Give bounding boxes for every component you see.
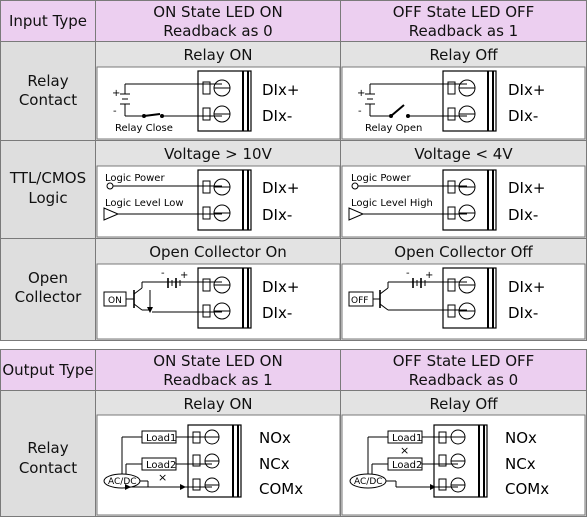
row-label-line2: Logic xyxy=(28,189,68,207)
row-label-line1: Open xyxy=(27,269,69,287)
row-label-line1: TTL/CMOS xyxy=(9,169,87,187)
row-label-line1: Relay xyxy=(27,439,69,457)
minus-symbol: - xyxy=(113,106,117,117)
plus-symbol: + xyxy=(425,270,433,281)
input-off-state-line2: Readback as 1 xyxy=(408,22,519,40)
ttl-on-term1: DIx+ xyxy=(262,179,299,197)
ttl-low-circuit xyxy=(103,169,252,231)
input-off-state-line1: OFF State LED OFF xyxy=(392,3,535,21)
minus-symbol: - xyxy=(358,106,362,117)
relay-off-title: Relay Off xyxy=(429,46,498,64)
ttl-high-circuit xyxy=(348,169,497,231)
ttl-off-term1: DIx+ xyxy=(508,179,545,197)
out-off-term3: COMx xyxy=(505,480,549,498)
relay-off-term1: DIx+ xyxy=(508,81,545,99)
output-on-state-line2: Readback as 1 xyxy=(163,371,273,389)
ttl-on-term2: DIx- xyxy=(262,206,292,224)
output-row-relay-label: Relay Contact xyxy=(0,390,96,517)
cross-symbol: × xyxy=(400,444,409,457)
input-type-label: Input Type xyxy=(8,12,88,30)
oc-on-term1: DIx+ xyxy=(262,278,299,296)
oc-on-term2: DIx- xyxy=(262,304,292,322)
row-label-line2: Contact xyxy=(18,459,78,477)
relay-open-caption: Relay Open xyxy=(365,123,422,134)
output-type-header: Output Type xyxy=(0,349,96,391)
plus-symbol: + xyxy=(357,88,365,99)
load1-label: Load1 xyxy=(146,433,176,444)
output-on-state-line1: ON State LED ON xyxy=(153,352,283,370)
oc-off-term1: DIx+ xyxy=(508,278,545,296)
oc-off-title: Open Collector Off xyxy=(394,243,533,261)
relay-close-caption: Relay Close xyxy=(115,123,173,134)
input-on-state-line1: ON State LED ON xyxy=(153,3,283,21)
oc-on-title: Open Collector On xyxy=(149,243,287,261)
relay-on-term2: DIx- xyxy=(262,107,292,125)
output-diagrams: Load1 Load2 × AC/DC NOx NCx COMx Load1 ×… xyxy=(96,414,586,516)
load2-label: Load2 xyxy=(146,460,176,471)
output-type-label: Output Type xyxy=(2,361,94,379)
cross-symbol: × xyxy=(158,471,167,484)
logic-level-low-label: Logic Level Low xyxy=(105,198,184,209)
relay-on-term1: DIx+ xyxy=(262,81,299,99)
out-relay-on-circuit xyxy=(103,424,242,498)
ttl-on-title: Voltage > 10V xyxy=(164,145,272,163)
output-off-state-line2: Readback as 0 xyxy=(408,371,519,389)
out-on-term1: NOx xyxy=(259,429,291,447)
plus-symbol: + xyxy=(180,270,188,281)
load2-label: Load2 xyxy=(392,460,422,471)
out-relay-off-circuit xyxy=(349,424,488,498)
output-off-state-line1: OFF State LED OFF xyxy=(392,352,535,370)
out-off-term2: NCx xyxy=(505,455,536,473)
out-relay-on-title: Relay ON xyxy=(183,395,253,413)
relay-on-title: Relay ON xyxy=(183,46,253,64)
input-diagrams: + - Relay Close DIx+ DIx- + - Relay Open… xyxy=(96,66,586,340)
oc-on-box-label: ON xyxy=(108,296,122,306)
row-label-line2: Contact xyxy=(18,91,78,109)
oc-off-box-label: OFF xyxy=(351,296,368,306)
output-on-state-header: ON State LED ON Readback as 1 xyxy=(95,349,341,391)
out-on-term2: NCx xyxy=(259,455,290,473)
ac-dc-label: AC/DC xyxy=(354,477,383,487)
input-row-relay-label: Relay Contact xyxy=(0,41,96,141)
logic-power-label: Logic Power xyxy=(105,173,165,184)
oc-off-term2: DIx- xyxy=(508,304,538,322)
plus-symbol: + xyxy=(112,88,120,99)
ac-dc-label: AC/DC xyxy=(108,477,137,487)
relay-close-circuit xyxy=(120,70,252,132)
logic-level-high-label: Logic Level High xyxy=(351,198,433,209)
output-off-state-header: OFF State LED OFF Readback as 0 xyxy=(340,349,587,391)
relay-open-circuit xyxy=(365,70,497,132)
oc-off-circuit xyxy=(348,267,497,329)
input-on-state-line2: Readback as 0 xyxy=(163,22,273,40)
out-off-term1: NOx xyxy=(505,429,537,447)
minus-symbol: - xyxy=(161,268,165,279)
oc-on-circuit xyxy=(103,267,252,329)
logic-power-label: Logic Power xyxy=(351,173,411,184)
out-on-term3: COMx xyxy=(259,480,303,498)
row-label-line2: Collector xyxy=(14,288,82,306)
input-on-state-header: ON State LED ON Readback as 0 xyxy=(95,0,341,42)
input-type-header: Input Type xyxy=(0,0,96,42)
load1-label: Load1 xyxy=(392,433,422,444)
row-label-line1: Relay xyxy=(27,72,69,90)
ttl-off-title: Voltage < 4V xyxy=(414,145,513,163)
relay-off-term2: DIx- xyxy=(508,107,538,125)
out-relay-off-title: Relay Off xyxy=(429,395,498,413)
minus-symbol: - xyxy=(406,268,410,279)
ttl-off-term2: DIx- xyxy=(508,206,538,224)
